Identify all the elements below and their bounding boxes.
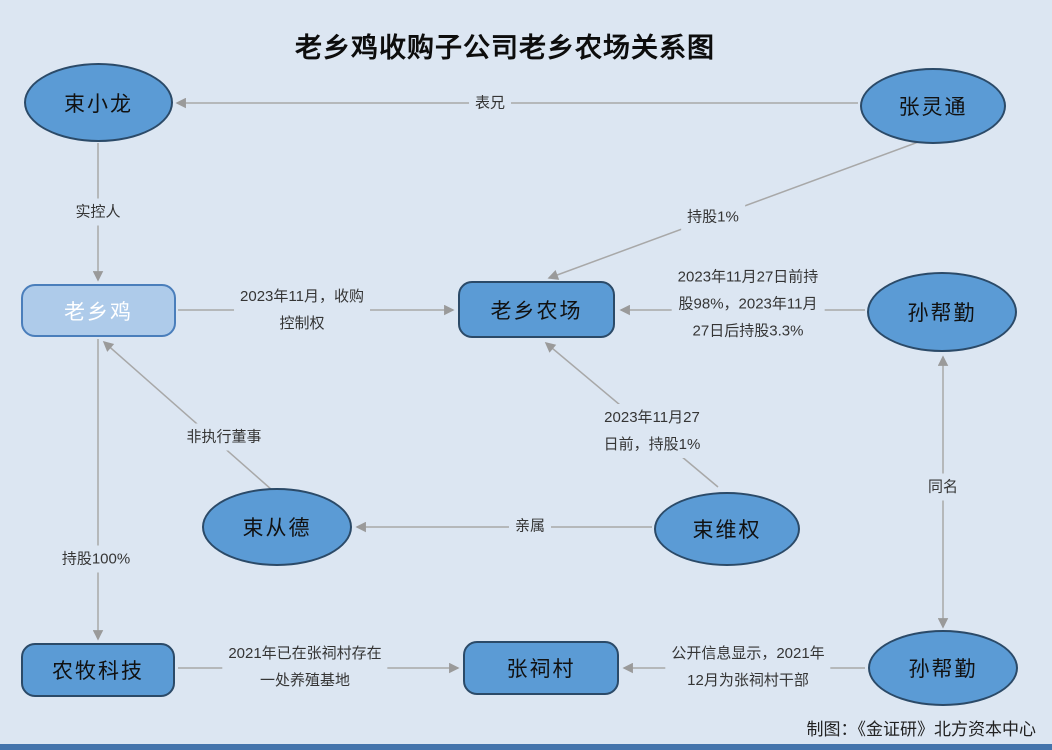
node-shu-weiquan: 束维权: [654, 492, 800, 566]
edge-non-exec-director: [102, 340, 273, 491]
edge-label-sun-holding: 2023年11月27日前持股98%，2023年11月 27日后持股3.3%: [671, 263, 825, 345]
edge-label-line: 股98%，2023年11月: [678, 295, 818, 313]
bottom-accent-bar: [0, 744, 1052, 750]
edge-label-line: 2021年已在张祠村存在: [228, 645, 382, 662]
page-title: 老乡鸡收购子公司老乡农场关系图: [295, 33, 715, 63]
credit-text: 制图：《金证研》北方资本中心: [806, 720, 1037, 739]
node-laoxiangji: 老乡鸡: [21, 284, 176, 337]
edge-label-actual-controller: 实控人: [69, 198, 127, 226]
node-zhangci-village: 张祠村: [463, 641, 619, 695]
edge-label-line: 表兄: [474, 94, 506, 112]
node-shu-congde: 束从德: [202, 488, 352, 566]
edge-label-line: 控制权: [279, 315, 325, 332]
node-sun-bangqin-mid: 孙帮勤: [867, 272, 1017, 352]
edge-label-cousin: 表兄: [468, 89, 512, 117]
edge-label-line: 非执行董事: [186, 428, 262, 446]
edge-label-line: 一处养殖基地: [259, 672, 350, 689]
edge-label-line: 2023年11月，收购: [240, 288, 364, 305]
edge-label-shuweiquan-holding: 2023年11月27 日前，持股1%: [597, 404, 707, 458]
edge-label-line: 实控人: [75, 203, 121, 221]
edge-label-same-name: 同名: [921, 473, 965, 501]
node-sun-bangqin-bottom: 孙帮勤: [868, 630, 1018, 706]
edge-label-line: 日前，持股1%: [603, 436, 701, 453]
edge-label-line: 持股100%: [61, 550, 131, 568]
node-laoxiang-farm: 老乡农场: [458, 281, 615, 338]
edge-label-zhang-holding: 持股1%: [681, 203, 745, 231]
edge-label-holding-100: 持股100%: [55, 545, 137, 573]
edge-label-line: 27日后持股3.3%: [692, 322, 804, 340]
node-zhang-lingtong: 张灵通: [860, 68, 1006, 144]
edge-label-line: 12月为张祠村干部: [687, 672, 809, 689]
node-nongmu-tech: 农牧科技: [21, 643, 175, 697]
edge-label-line: 2023年11月27日前持: [677, 268, 819, 286]
edge-label-line: 同名: [927, 478, 959, 496]
edge-label-non-exec-director: 非执行董事: [180, 423, 268, 451]
edge-label-line: 持股1%: [687, 208, 739, 226]
edge-label-breeding-base: 2021年已在张祠村存在一处养殖基地: [222, 640, 388, 694]
node-shu-xiaolong: 束小龙: [24, 63, 173, 142]
edge-label-village-cadre: 公开信息显示，2021年 12月为张祠村干部: [665, 640, 831, 694]
edge-label-acquire-control: 2023年11月，收购控制权: [234, 283, 370, 337]
edge-label-line: 2023年11月27: [604, 409, 700, 426]
edge-label-line: 亲属: [514, 517, 546, 535]
edge-label-relative: 亲属: [508, 512, 552, 540]
edge-label-line: 公开信息显示，2021年: [671, 645, 825, 662]
